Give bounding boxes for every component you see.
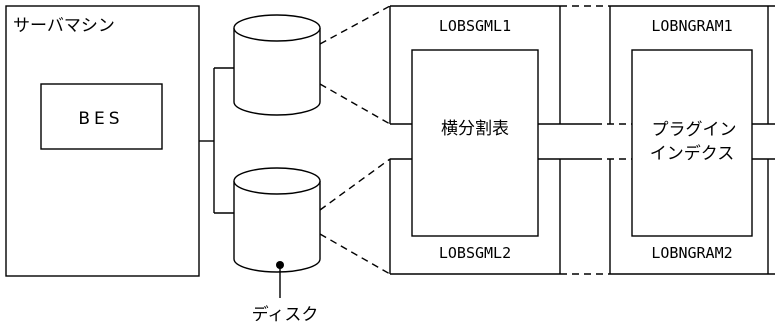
disk-cylinder-2 (233, 167, 321, 273)
horizontal-partition-table-box (411, 49, 539, 237)
server-disk-connector (199, 67, 234, 214)
disk-cylinder-1 (233, 14, 321, 116)
plugin-index-label-line2: インデクス (650, 143, 735, 164)
bes-box (40, 83, 163, 150)
lobsgml2-label: LOBSGML2 (439, 244, 511, 262)
horizontal-partition-table-label: 横分割表 (441, 119, 509, 139)
lobsgml-region (389, 5, 561, 275)
disk-projection-lines (319, 5, 391, 275)
table-index-band (538, 123, 632, 160)
lobsgml1-label: LOBSGML1 (439, 17, 511, 35)
lobngram-region (609, 5, 775, 275)
plugin-index-label-line1: プラグイン (652, 120, 737, 140)
lobngram2-label: LOBNGRAM2 (651, 244, 732, 262)
lobngram1-label: LOBNGRAM1 (651, 17, 732, 35)
bes-label: BES (78, 109, 123, 129)
server-machine-label: サーバマシン (13, 16, 115, 36)
plugin-index-box (631, 49, 753, 237)
disk-label: ディスク (252, 304, 319, 325)
